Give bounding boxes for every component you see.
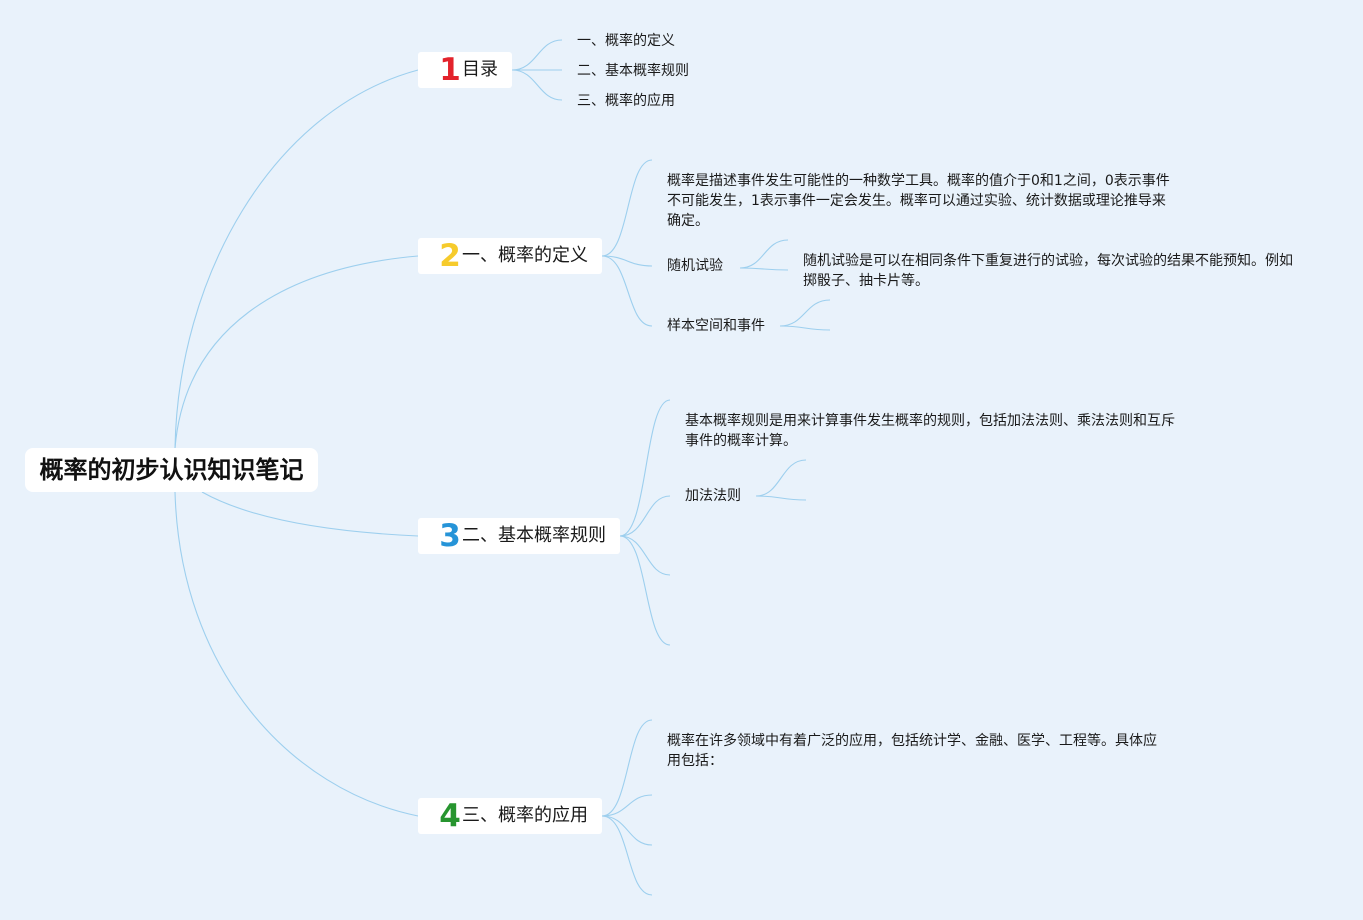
connector-random-trial-child-1 <box>739 239 789 269</box>
branch-label: 二、基本概率规则 <box>462 525 606 546</box>
subtopic-applications-text[interactable]: 概率在许多领域中有着广泛的应用，包括统计学、金融、医学、工程等。具体应 用包括： <box>667 731 1157 771</box>
number-1-badge-icon: 1 <box>439 52 461 88</box>
text-line: 不可能发生，1表示事件一定会发生。概率可以通过实验、统计数据或理论推导来 <box>667 193 1166 209</box>
number-4-badge-icon: 4 <box>439 798 461 834</box>
connector-branch-1-child-3 <box>511 69 563 101</box>
connector-sample-space-child-1 <box>779 299 831 327</box>
connector-branch-2-child-3 <box>601 255 653 327</box>
branch-topic-basic-rules[interactable]: 3 二、基本概率规则 <box>418 518 620 554</box>
number-2-badge-icon: 2 <box>439 238 461 274</box>
connector-branch-4-child-3 <box>601 815 653 846</box>
branch-topic-applications[interactable]: 4 三、概率的应用 <box>418 798 602 834</box>
branch-label: 目录 <box>462 59 498 80</box>
connector-branch-2-child-1 <box>601 159 653 257</box>
connector-branch-4-child-1 <box>601 719 653 817</box>
connector-branch-4-child-2 <box>601 794 653 817</box>
subtopic-random-trial[interactable]: 随机试验 <box>667 258 723 274</box>
number-3-badge-icon: 3 <box>439 518 461 554</box>
connector-sample-space-child-2 <box>779 325 831 331</box>
branch-label: 三、概率的应用 <box>462 805 588 826</box>
text-line: 事件的概率计算。 <box>685 433 797 449</box>
subtopic-addition-rule[interactable]: 加法法则 <box>685 488 741 504</box>
branch-topic-contents[interactable]: 1 目录 <box>418 52 512 88</box>
connector-root-to-branch-1 <box>174 69 419 449</box>
connector-branch-3-child-4 <box>619 535 671 646</box>
connector-branch-3-child-2 <box>619 495 671 537</box>
text-line: 掷骰子、抽卡片等。 <box>803 273 929 289</box>
subtopic-definition-text[interactable]: 概率是描述事件发生可能性的一种数学工具。概率的值介于0和1之间，0表示事件 不可… <box>667 171 1170 231</box>
connector-root-to-branch-2 <box>174 255 419 449</box>
text-line: 确定。 <box>667 213 709 229</box>
subtopic-basic-rules-text[interactable]: 基本概率规则是用来计算事件发生概率的规则，包括加法法则、乘法法则和互斥 事件的概… <box>685 411 1175 451</box>
connector-branch-4-child-4 <box>601 815 653 896</box>
text-line: 概率是描述事件发生可能性的一种数学工具。概率的值介于0和1之间，0表示事件 <box>667 173 1170 189</box>
subtopic-contents-basic-rules[interactable]: 二、基本概率规则 <box>577 63 689 79</box>
subtopic-sample-space[interactable]: 样本空间和事件 <box>667 318 765 334</box>
text-line: 随机试验是可以在相同条件下重复进行的试验，每次试验的结果不能预知。例如 <box>803 253 1293 269</box>
subtopic-contents-definition[interactable]: 一、概率的定义 <box>577 33 675 49</box>
subtopic-random-trial-text[interactable]: 随机试验是可以在相同条件下重复进行的试验，每次试验的结果不能预知。例如 掷骰子、… <box>803 251 1293 291</box>
connector-addition-rule-child-1 <box>755 459 807 497</box>
text-line: 概率在许多领域中有着广泛的应用，包括统计学、金融、医学、工程等。具体应 <box>667 733 1157 749</box>
connector-branch-3-child-3 <box>619 535 671 576</box>
connector-random-trial-child-2 <box>739 267 789 271</box>
subtopic-contents-applications[interactable]: 三、概率的应用 <box>577 93 675 109</box>
connector-branch-2-child-2 <box>601 255 653 267</box>
connector-root-to-branch-3 <box>201 491 419 537</box>
root-topic[interactable]: 概率的初步认识知识笔记 <box>25 448 318 492</box>
text-line: 基本概率规则是用来计算事件发生概率的规则，包括加法法则、乘法法则和互斥 <box>685 413 1175 429</box>
connector-addition-rule-child-2 <box>755 495 807 501</box>
text-line: 用包括： <box>667 753 723 769</box>
branch-topic-definition[interactable]: 2 一、概率的定义 <box>418 238 602 274</box>
connector-root-to-branch-4 <box>174 491 419 817</box>
branch-label: 一、概率的定义 <box>462 245 588 266</box>
connector-branch-3-child-1 <box>619 399 671 537</box>
connector-branch-1-child-1 <box>511 39 563 71</box>
